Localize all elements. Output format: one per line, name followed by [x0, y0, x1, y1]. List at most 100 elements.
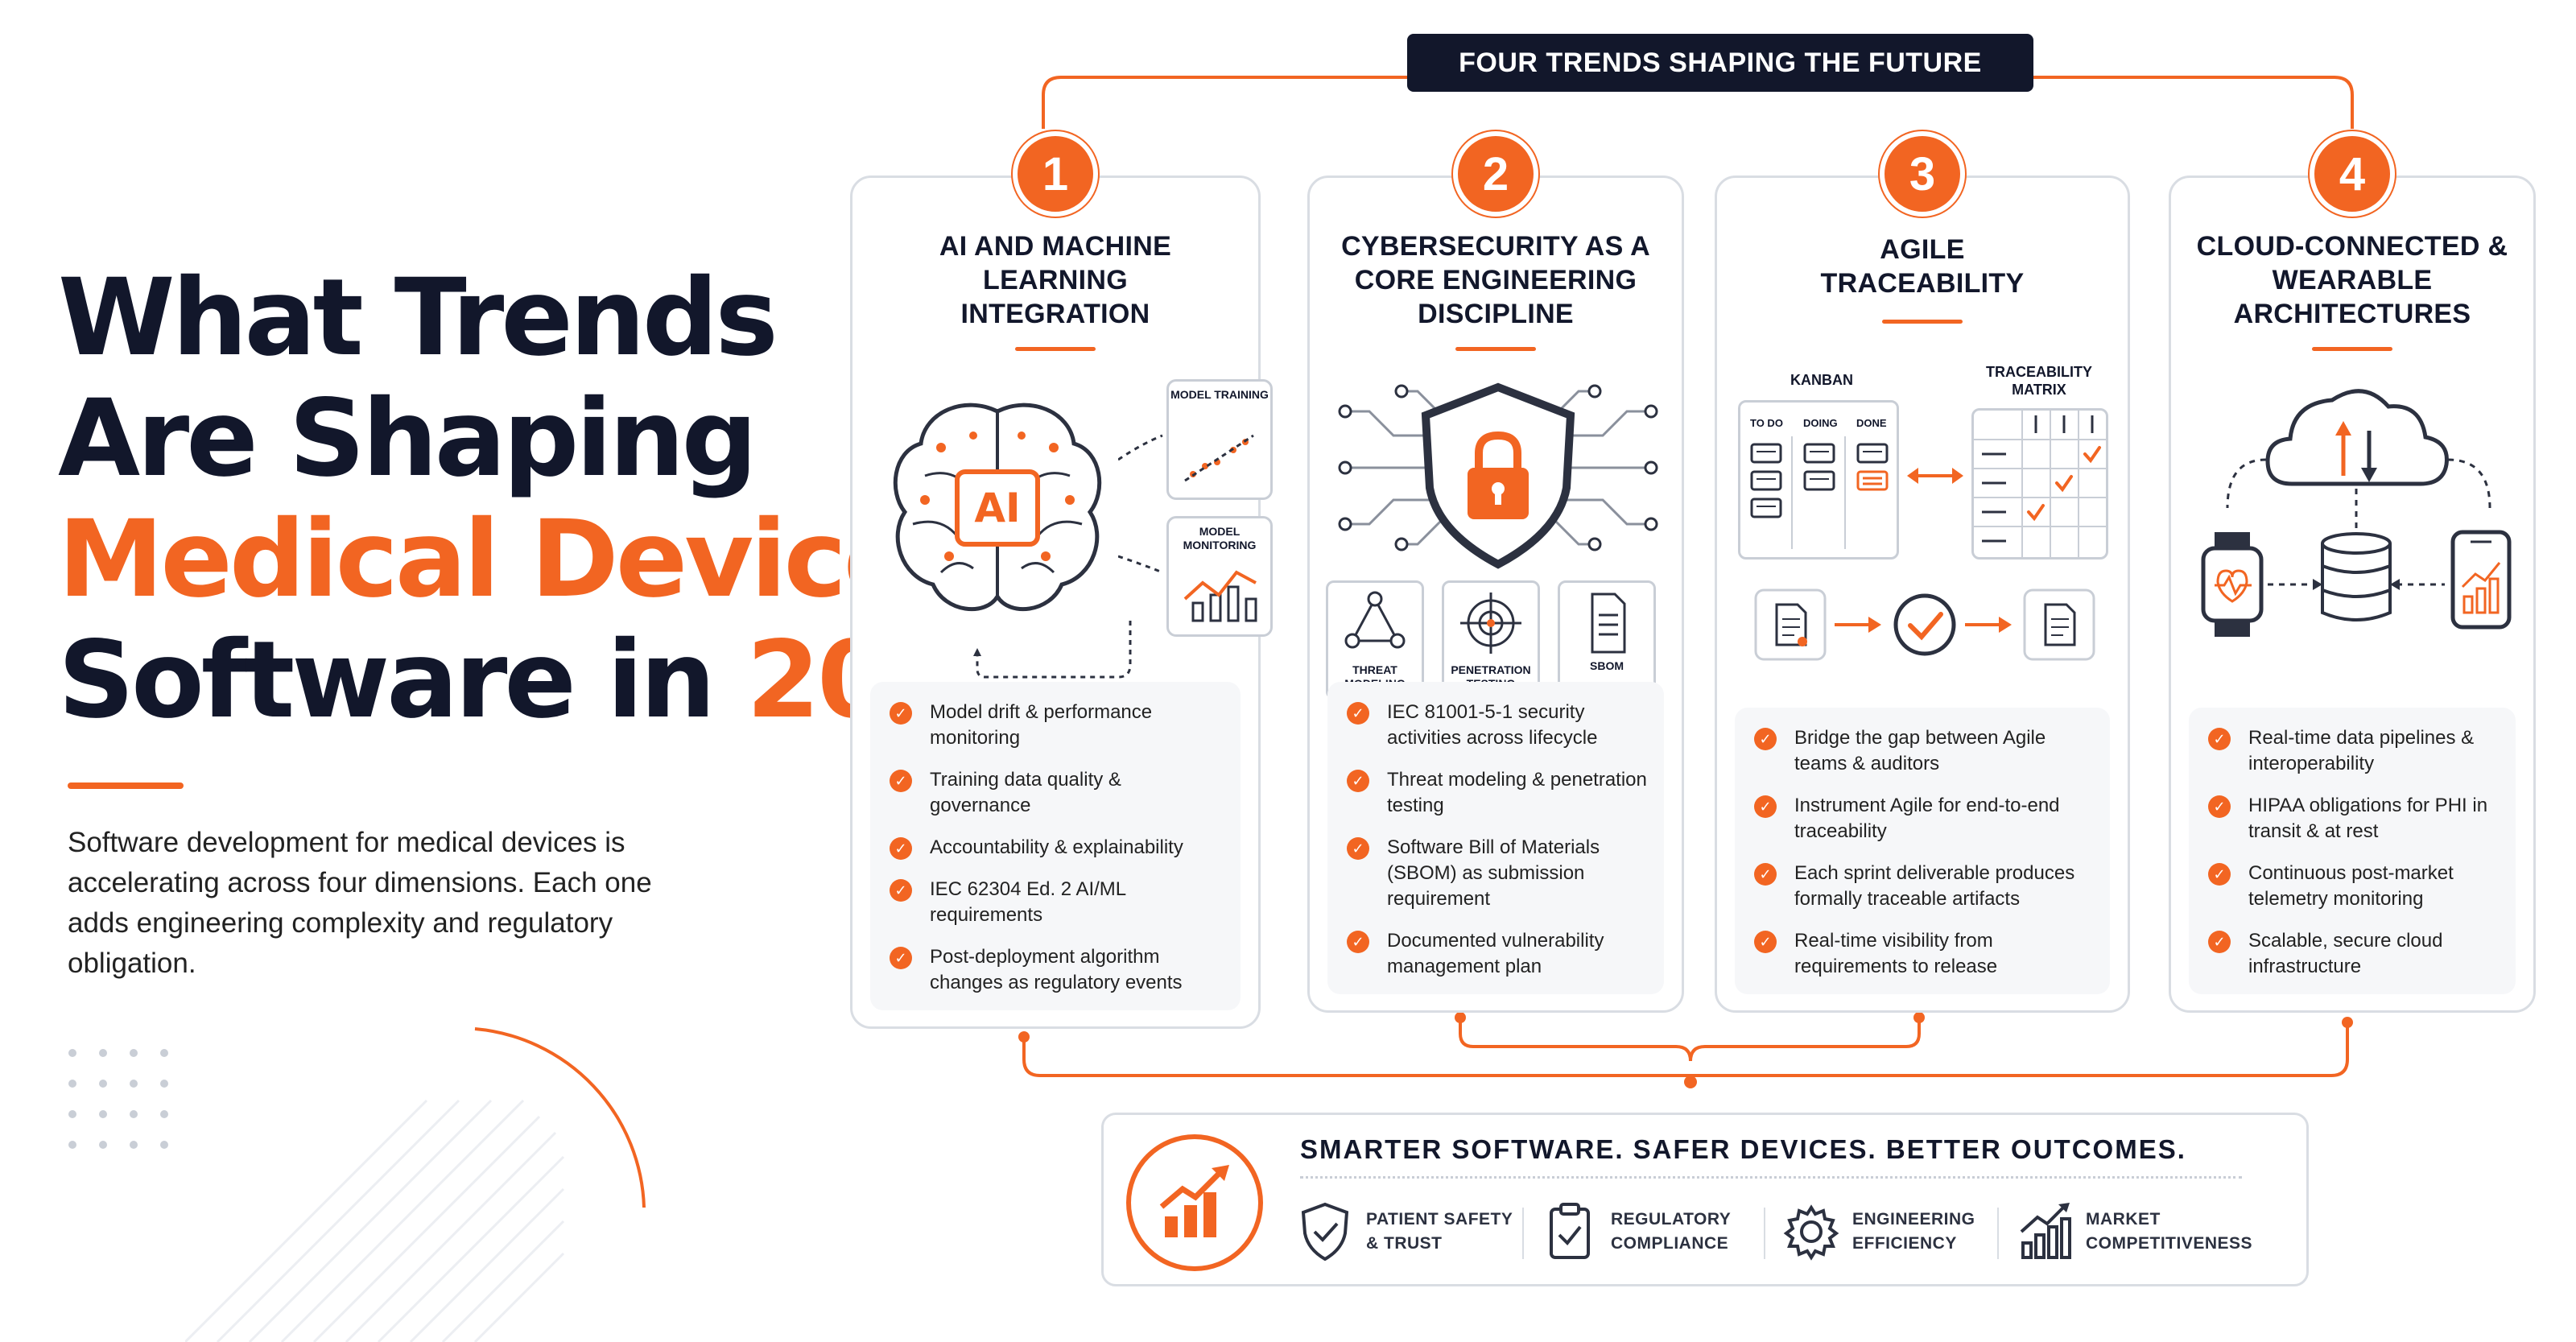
bullet-item: ✓IEC 62304 Ed. 2 AI/ML requirements [890, 877, 1226, 928]
diagonal-lines-decoration [185, 1027, 646, 1342]
bullet-text: Real-time visibility from requirements t… [1794, 930, 1998, 977]
bullet-text: Training data quality & governance [930, 769, 1121, 816]
bullet-item: ✓ Real-time visibility from requirements … [1754, 928, 2095, 980]
trend-card-cloud-wearable: 4 CLOUD-CONNECTED & WEARABLE ARCHITECTUR… [2169, 131, 2536, 1013]
outcome-label-line2: COMPETITIVENESS [2086, 1234, 2253, 1253]
traceability-matrix [1971, 408, 2108, 560]
tool-label: SBOM [1590, 659, 1624, 672]
trend-card-cybersecurity: 2 CYBERSECURITY AS A CORE ENGINEERING DI… [1307, 131, 1684, 1013]
bullet-text: Each sprint deliverable produces formall… [1794, 862, 2075, 910]
bullet-item: ✓ Software Bill of Materials (SBOM) as su… [1347, 835, 1649, 912]
hero-title-line-2: Are Shaping [58, 377, 758, 501]
outcome-label: PATIENT SAFETY & TRUST [1366, 1208, 1513, 1256]
check-icon: ✓ [1347, 770, 1369, 792]
bullet-item: ✓ Real-time data pipelines & interoperabi… [2208, 725, 2501, 777]
outcome-label-line1: REGULATORY [1611, 1210, 1732, 1228]
cloud-illustration [2179, 371, 2525, 822]
trend-bullets: ✓Model drift & performance monitoring ✓T… [870, 682, 1241, 1010]
kanban-column-head: DONE [1856, 417, 1887, 429]
kanban-column-head: TO DO [1750, 417, 1783, 429]
hero-title: What Trends Are Shaping Medical Device S… [58, 256, 1091, 742]
bullet-text: Threat modeling & penetration testing [1387, 769, 1647, 816]
outcome-label-line2: COMPLIANCE [1611, 1234, 1729, 1253]
check-icon: ✓ [1347, 702, 1369, 725]
check-icon: ✓ [2208, 728, 2231, 750]
bullet-text: Model drift & performance monitoring [930, 701, 1153, 749]
bidirectional-arrow-icon [1907, 468, 1963, 484]
matrix-grid-icon [1974, 411, 2106, 557]
title-underline [1882, 320, 1963, 324]
outcomes-panel: SMARTER SOFTWARE. SAFER DEVICES. BETTER … [1101, 1113, 2309, 1286]
hero-description: Software development for medical devices… [68, 827, 652, 979]
check-icon: ✓ [2208, 931, 2231, 953]
bullet-item: ✓Instrument Agile for end-to-end traceab… [1754, 793, 2095, 844]
bullet-item: ✓ Post-deployment algorithm changes as re… [890, 944, 1226, 996]
title-underline [1015, 347, 1096, 351]
monitoring-chart-icon [1183, 570, 1257, 622]
bullet-text: HIPAA obligations for PHI in transit & a… [2248, 795, 2488, 842]
check-icon: ✓ [1347, 837, 1369, 860]
bullet-item: ✓ Bridge the gap between Agile teams & au… [1754, 725, 2095, 777]
outcomes-headline: SMARTER SOFTWARE. SAFER DEVICES. BETTER … [1300, 1134, 2186, 1164]
bullet-text: Scalable, secure cloud infrastructure [2248, 930, 2443, 977]
model-monitoring-label: MODEL MONITORING [1183, 525, 1257, 551]
outcome-patient-safety: PATIENT SAFETY & TRUST [1297, 1195, 1513, 1268]
trend-bullets: ✓ IEC 81001-5-1 security activities acros… [1327, 682, 1664, 994]
outcome-label-line1: MARKET [2086, 1210, 2161, 1228]
kanban-board: TO DO DOING DONE [1738, 400, 1899, 560]
bullet-text: Bridge the gap between Agile teams & aud… [1794, 727, 2046, 774]
outcome-separator [1997, 1208, 1999, 1259]
cybersecurity-illustration: THREAT MODELING PENETRATION TESTING SBOM [1318, 371, 1674, 822]
traceability-matrix-label: TRACEABILITY MATRIX [1986, 364, 2092, 398]
bullet-item: ✓ IEC 81001-5-1 security activities acros… [1347, 700, 1649, 751]
trend-title: CLOUD-CONNECTED & WEARABLE ARCHITECTURES [2196, 231, 2508, 329]
feedback-loop-arrow [973, 621, 1132, 679]
bullet-item: ✓Documented vulnerability management pla… [1347, 928, 1649, 980]
outcome-label: REGULATORY COMPLIANCE [1611, 1208, 1731, 1256]
bullet-item: ✓ Training data quality & governance [890, 767, 1226, 819]
title-underline [2312, 347, 2392, 351]
ai-chip-label: AI [974, 485, 1020, 531]
bullet-text: Documented vulnerability management plan [1387, 930, 1604, 977]
sbom-tool: SBOM [1558, 580, 1656, 700]
bullet-item: ✓Continuous post-market telemetry monito… [2208, 861, 2501, 912]
model-training-label: MODEL TRAINING [1170, 388, 1269, 401]
outcome-label: MARKET COMPETITIVENESS [2086, 1208, 2252, 1256]
trend-title: AGILE TRACEABILITY [1820, 234, 2025, 299]
hero-title-line-1: What Trends [58, 256, 778, 380]
bullet-text: Real-time data pipelines & interoperabil… [2248, 727, 2475, 774]
bullet-text: Post-deployment algorithm changes as reg… [930, 946, 1183, 993]
outcome-separator [1522, 1208, 1524, 1259]
brain-icon: AI [893, 403, 1102, 611]
hero-title-line-3: Medical Device [58, 498, 915, 621]
title-underline [1455, 347, 1536, 351]
shield-check-icon [1301, 1202, 1349, 1261]
check-icon: ✓ [890, 770, 912, 792]
bullet-text: Instrument Agile for end-to-end traceabi… [1794, 795, 2060, 842]
network-nodes-icon [1344, 591, 1406, 649]
bullet-item: ✓Model drift & performance monitoring [890, 700, 1226, 751]
outcome-label-line1: PATIENT SAFETY [1366, 1210, 1513, 1228]
gear-icon [1783, 1204, 1839, 1261]
model-monitoring-box: MODEL MONITORING [1166, 516, 1273, 637]
check-icon: ✓ [1754, 931, 1777, 953]
kanban-column-head: DOING [1803, 417, 1838, 429]
bullet-item: ✓Each sprint deliverable produces formal… [1754, 861, 2095, 912]
circuit-shield-icon [1338, 382, 1658, 569]
trend-number-badge: 4 [2310, 131, 2395, 217]
trend-number-badge: 2 [1453, 131, 1538, 217]
trend-title: CYBERSECURITY AS A CORE ENGINEERING DISC… [1341, 231, 1650, 329]
bullet-text: IEC 81001-5-1 security activities across… [1387, 701, 1598, 749]
hero-title-line-4-text: Software in [58, 618, 747, 742]
model-training-box: MODEL TRAINING [1166, 379, 1273, 500]
outcome-separator [1764, 1208, 1765, 1259]
bullet-item: ✓HIPAA obligations for PHI in transit & … [2208, 793, 2501, 844]
trend-number-badge: 1 [1013, 131, 1098, 217]
check-icon: ✓ [1754, 728, 1777, 750]
check-icon: ✓ [890, 837, 912, 860]
bullet-text: Software Bill of Materials (SBOM) as sub… [1387, 836, 1600, 910]
clipboard-check-icon [1550, 1203, 1590, 1259]
check-icon: ✓ [890, 947, 912, 969]
outcome-label-line2: & TRUST [1366, 1234, 1443, 1253]
trend-bullets: ✓ Bridge the gap between Agile teams & au… [1735, 708, 2110, 994]
